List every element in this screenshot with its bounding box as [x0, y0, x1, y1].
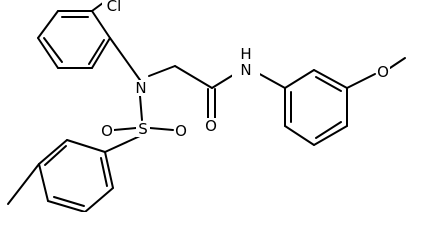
nh-ring-bond	[255, 71, 286, 89]
ring-n-bond	[109, 37, 141, 81]
s-o-left-bond	[113, 127, 137, 131]
atom-label-nh: H N	[232, 45, 260, 79]
svg-text:H: H	[240, 45, 251, 63]
molecule-structure: Cl N S O O O H N O	[7, 0, 406, 212]
ch2-co-bond	[174, 65, 213, 89]
svg-text:N: N	[135, 79, 146, 97]
svg-text:Cl: Cl	[107, 0, 122, 15]
atom-label-o-methoxy: O	[376, 63, 390, 81]
methoxyphenyl-ring	[284, 69, 348, 146]
atom-label-o-sulfonyl-right: O	[174, 122, 188, 140]
ring-o-methoxy-bond	[346, 73, 376, 89]
svg-text:S: S	[138, 120, 148, 138]
methyl-bond	[7, 163, 40, 205]
tolyl-ring	[38, 139, 114, 212]
n-ch2-bond	[148, 65, 176, 77]
o-ch3-bond	[389, 57, 406, 69]
svg-text:O: O	[175, 122, 187, 140]
s-o-right-bond	[149, 127, 174, 131]
s-ring-bond	[104, 135, 141, 153]
atom-label-o-sulfonyl-left: O	[100, 122, 114, 140]
atom-label-s: S	[136, 120, 150, 138]
atom-label-cl: Cl	[102, 0, 124, 15]
n-s-bond	[139, 95, 143, 121]
svg-text:O: O	[205, 117, 217, 135]
atom-label-n-sulfonamide: N	[134, 79, 148, 97]
chlorophenyl-ring	[37, 10, 111, 69]
svg-text:O: O	[377, 63, 389, 81]
atom-label-o-carbonyl: O	[204, 117, 218, 135]
svg-text:N: N	[240, 61, 251, 79]
svg-text:O: O	[101, 122, 113, 140]
